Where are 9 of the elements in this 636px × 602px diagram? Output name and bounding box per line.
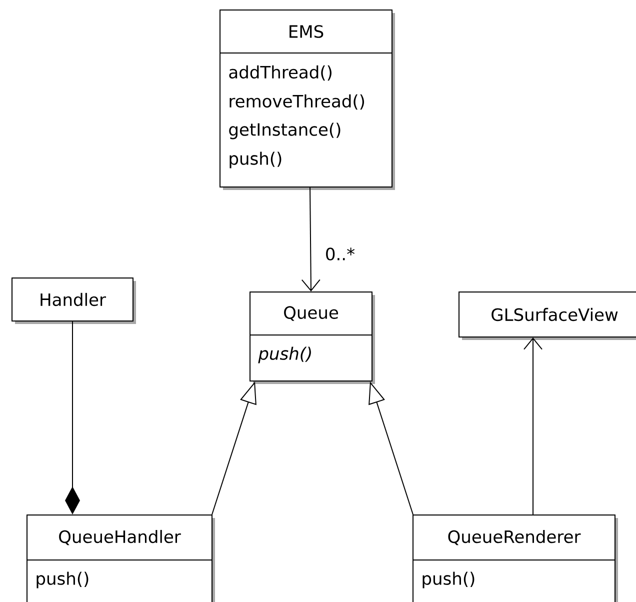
class-box: Queue push() — [250, 292, 375, 384]
class-box: EMS addThread() removeThread() getInstance() push() — [220, 10, 395, 190]
class-box: GLSurfaceView — [458, 292, 636, 340]
class-box: QueueRenderer push() — [412, 514, 618, 602]
association-arrow — [524, 338, 542, 515]
association-arrow — [301, 187, 320, 292]
class-box: Handler — [12, 278, 136, 324]
class-box: QueueHandler push() — [26, 514, 215, 602]
multiplicity-label: 0..* — [324, 246, 356, 262]
